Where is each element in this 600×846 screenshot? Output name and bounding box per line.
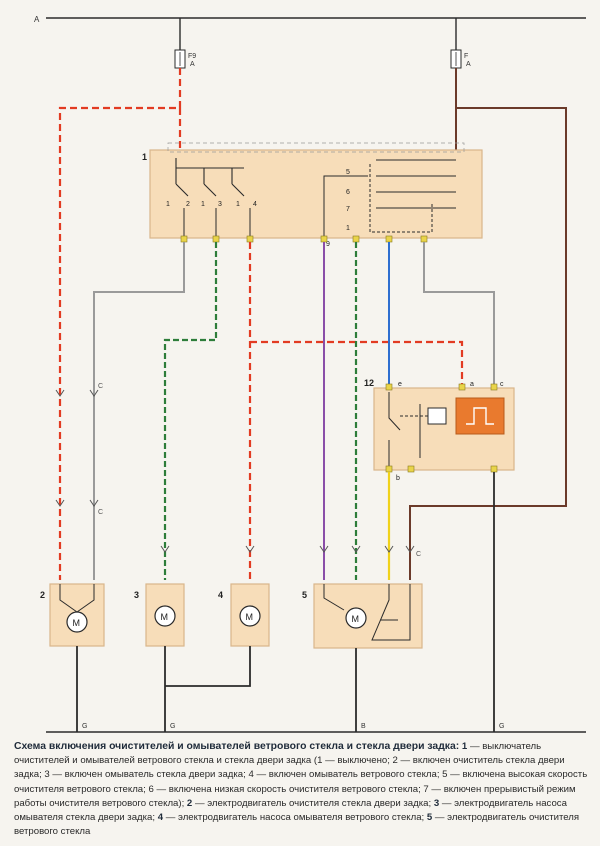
switch-pin-6: 6 xyxy=(346,189,350,196)
caption-text-3: — электродвигатель насоса омывателя стек… xyxy=(14,797,567,824)
switch-pin-1c: 1 xyxy=(236,201,240,208)
relay-timer-module xyxy=(455,397,505,435)
relay-coil xyxy=(427,407,447,425)
fuse-right-name: F xyxy=(464,53,468,60)
caption-text-4: — электродвигатель насоса омывателя ветр… xyxy=(165,812,425,824)
motor4-ground xyxy=(165,646,251,687)
switch-contact-5 xyxy=(323,175,368,236)
switch-contacts-left xyxy=(175,158,245,197)
switch-left-outputs xyxy=(183,208,251,236)
motor4-icon xyxy=(239,605,261,627)
relay-pin-a: a xyxy=(470,381,474,388)
relay-pin-b: b xyxy=(396,475,400,482)
fuse-left-color: A xyxy=(190,61,195,68)
relay-connector-pins xyxy=(385,383,498,473)
relay-contacts xyxy=(388,392,421,466)
caption-num-1: 1 xyxy=(461,741,468,752)
ground-label-g1: G xyxy=(82,723,87,730)
caption-num-5: 5 xyxy=(426,812,433,824)
motor2-internal xyxy=(59,584,95,613)
left-c-upper: C xyxy=(98,383,103,390)
grey-wire-motor2 xyxy=(93,242,185,580)
diagram-caption: Схема включения очистителей и омывателей… xyxy=(14,740,588,839)
motor5-label: M xyxy=(352,614,360,624)
caption-text-1: — выключатель очистителей и омывателей в… xyxy=(14,741,588,809)
switch-pin-2: 2 xyxy=(186,201,190,208)
connector-arrows-left xyxy=(55,389,99,507)
motor4-label: M xyxy=(246,612,254,622)
motor3-icon xyxy=(154,605,176,627)
connector-arrows-motor5 xyxy=(160,545,415,553)
caption-title: Схема включения очистителей и омывателей… xyxy=(14,741,460,752)
switch-pin-4: 4 xyxy=(253,201,257,208)
fuse-right-color: A xyxy=(466,61,471,68)
motor5-c-label: C xyxy=(416,551,421,558)
ground-label-b: B xyxy=(361,723,366,730)
motor3-label: M xyxy=(161,612,169,622)
ground-label-g3: G xyxy=(499,723,504,730)
caption-text-5: — электродвигатель очистителя ветрового … xyxy=(14,812,580,838)
switch-right-rails xyxy=(376,159,456,209)
switch-pin-1b: 1 xyxy=(201,201,205,208)
motor2-label: M xyxy=(73,618,81,628)
switch-block xyxy=(149,149,483,239)
ground-label-g2: G xyxy=(170,723,175,730)
switch-pin-5: 5 xyxy=(346,169,350,176)
switch-pin-1d: 1 xyxy=(346,225,350,232)
switch-number: 1 xyxy=(142,152,147,162)
green-wire-motor3 xyxy=(163,242,218,580)
grey-wire-relay xyxy=(423,242,495,384)
wire-label-top-left: A xyxy=(34,15,40,24)
red-power-wire-left xyxy=(58,68,182,580)
motor5-internal xyxy=(323,584,411,641)
motor3-number: 3 xyxy=(134,590,139,600)
caption-text-2: — электродвигатель очистителя стекла две… xyxy=(194,797,432,809)
caption-num-2: 2 xyxy=(186,797,193,809)
motor5-number: 5 xyxy=(302,590,307,600)
switch-pin-1a: 1 xyxy=(166,201,170,208)
motor5-block xyxy=(313,583,423,649)
fuse-left-name: F9 xyxy=(188,53,196,60)
switch-connector-label: 9 xyxy=(326,241,330,248)
relay-pin-e: e xyxy=(398,381,402,388)
motor2-number: 2 xyxy=(40,590,45,600)
switch-pin-7: 7 xyxy=(346,206,350,213)
left-c-lower: C xyxy=(98,509,103,516)
motor4-number: 4 xyxy=(218,590,223,600)
switch-mechanical-link xyxy=(167,142,465,153)
red-wire-relay xyxy=(250,340,464,384)
motor5-icon xyxy=(345,607,367,629)
switch-pin-3: 3 xyxy=(218,201,222,208)
brown-wire-motor5 xyxy=(409,68,567,580)
pulse-icon xyxy=(466,407,494,425)
relay-pin-c: c xyxy=(500,381,504,388)
relay-number: 12 xyxy=(364,378,374,388)
caption-num-3: 3 xyxy=(433,797,440,809)
caption-num-4: 4 xyxy=(157,812,164,824)
